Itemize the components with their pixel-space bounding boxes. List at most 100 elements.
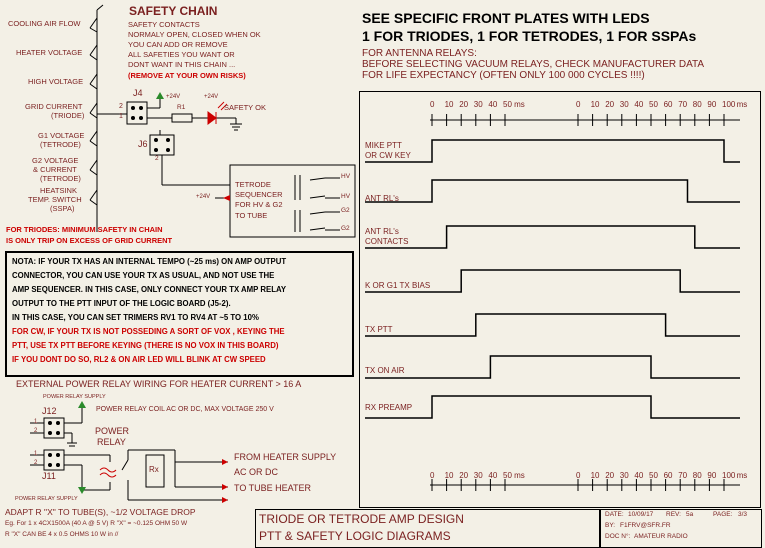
timing-scale-label: 90 (707, 100, 717, 109)
coil-label: POWER RELAY COIL AC OR DC, MAX VOLTAGE 2… (96, 406, 274, 413)
note-line-red: PTT, USE TX PTT BEFORE KEYING (THERE IS … (12, 341, 279, 350)
sequencer-label: SEQUENCER (235, 190, 283, 199)
r1-label: R1 (177, 104, 186, 111)
j6-label: J6 (138, 139, 148, 149)
timing-waveform (365, 179, 740, 203)
signal-label: ANT RL's (365, 194, 399, 203)
contact-label: G1 VOLTAGE (38, 131, 85, 140)
note-line: IN THIS CASE, YOU CAN SET TRIMERS RV1 TO… (12, 313, 259, 322)
relay-note-3: FOR LIFE EXPECTANCY (OFTEN ONLY 100 000 … (362, 70, 645, 81)
page-value: 3/3 (738, 511, 748, 518)
timing-scale-label: 20 (605, 100, 615, 109)
contact-label: COOLING AIR FLOW (8, 19, 81, 28)
j6-pin-label: 2 (155, 155, 159, 162)
timing-scale-label: 100 (722, 100, 736, 109)
timing-scale-label: 40 (488, 471, 498, 480)
note-line: AMP SEQUENCER. IN THIS CASE, ONLY CONNEC… (12, 285, 287, 294)
safety-chain-title: SAFETY CHAIN (129, 4, 218, 18)
date-label: DATE: (605, 511, 624, 518)
from-heater-label: FROM HEATER SUPPLY (234, 452, 337, 462)
sequencer-label: TETRODE (235, 180, 271, 189)
timing-scale-label: 40 (634, 471, 644, 480)
g2-label: G2 (341, 225, 350, 232)
timing-scale-label: 80 (692, 471, 702, 480)
pin-label: 2 (34, 460, 38, 466)
note-line-red: FOR CW, IF YOUR TX IS NOT POSSEDING A SO… (12, 327, 285, 336)
rev-label: REV: (666, 511, 681, 518)
timing-waveform (365, 269, 740, 293)
contact-label: TEMP. SWITCH (28, 195, 82, 204)
timing-scale-label: 40 (634, 100, 644, 109)
timing-scale-label: 10 (444, 100, 454, 109)
pin-label: 2 (34, 428, 38, 434)
power-relay-label: POWER (95, 426, 130, 436)
timing-scale-label: 50 (649, 100, 658, 109)
timing-waveform (365, 395, 740, 419)
timing-scale-label: ms (736, 100, 748, 109)
timing-scale-label: 20 (605, 471, 615, 480)
timing-scale-label: 70 (678, 471, 688, 480)
relay-note-2: BEFORE SELECTING VACUUM RELAYS, CHECK MA… (362, 59, 705, 70)
signal-label: CONTACTS (365, 237, 409, 246)
note-line: OUTPUT TO THE PTT INPUT OF THE LOGIC BOA… (12, 299, 231, 308)
signal-label: K OR G1 TX BIAS (365, 281, 431, 290)
timing-waveform (365, 355, 740, 379)
triode-note-1: FOR TRIODES: MINIMUM SAFETY IN CHAIN (6, 225, 163, 234)
rx-label: Rx (149, 465, 159, 474)
adapt-title: ADAPT R "X" TO TUBE(S), ~1/2 VOLTAGE DRO… (5, 507, 196, 517)
signal-label: RX PREAMP (365, 403, 413, 412)
timing-scale-label: 80 (692, 100, 702, 109)
j12-label: J12 (42, 406, 57, 416)
page-label: PAGE: (713, 511, 733, 518)
v24-label: +24V (204, 94, 219, 100)
safety-warning: (REMOVE AT YOUR OWN RISKS) (128, 71, 246, 80)
v24-label: +24V (166, 94, 181, 100)
power-title: EXTERNAL POWER RELAY WIRING FOR HEATER C… (16, 379, 302, 389)
j4-pin2-label: 2 (119, 103, 123, 110)
timing-scale-label: 10 (590, 100, 600, 109)
safety-desc-1: SAFETY CONTACTS (128, 20, 200, 29)
sequencer-label: FOR HV & G2 (235, 200, 283, 209)
note-line-red: IF YOU DONT DO SO, RL2 & ON AIR LED WILL… (12, 355, 266, 364)
contact-label: GRID CURRENT (25, 102, 83, 111)
v24-label: +24V (196, 194, 211, 200)
timing-scale-label: 30 (473, 471, 483, 480)
timing-scale-label: 50 (649, 471, 658, 480)
adapt-example-2: R "X" CAN BE 4 x 0.5 OHMS 10 W in // (5, 531, 119, 538)
timing-scale-label: 70 (678, 100, 688, 109)
timing-scale-label: 10 (590, 471, 600, 480)
timing-frame (359, 91, 761, 508)
timing-scale-label: 10 (444, 471, 454, 480)
safety-desc-3: YOU CAN ADD OR REMOVE (128, 40, 228, 49)
timing-scale-label: 0 (430, 100, 435, 109)
pin-label: 1 (34, 451, 38, 457)
timing-scale-label: 90 (707, 471, 717, 480)
timing-scale-label: 60 (663, 471, 673, 480)
relay-note-1: FOR ANTENNA RELAYS: (362, 48, 477, 59)
safety-ok-label: SAFETY OK (224, 103, 266, 112)
hv-label: HV (341, 173, 351, 180)
header-line-1: SEE SPECIFIC FRONT PLATES WITH LEDS (362, 10, 650, 26)
power-supply-label: POWER RELAY SUPPLY (15, 496, 78, 502)
safety-desc-5: DONT WANT IN THIS CHAIN ... (128, 60, 236, 69)
j11-label: J11 (42, 471, 56, 481)
contact-label: G2 VOLTAGE (32, 156, 79, 165)
timing-scale-label: 20 (459, 100, 469, 109)
to-heater-label: TO TUBE HEATER (234, 483, 312, 493)
doc-title-2: PTT & SAFETY LOGIC DIAGRAMS (259, 529, 451, 543)
note-line: NOTA: IF YOUR TX HAS AN INTERNAL TEMPO (… (12, 257, 287, 266)
signal-label: TX PTT (365, 325, 393, 334)
note-line: CONNECTOR, YOU CAN USE YOUR TX AS USUAL,… (12, 271, 275, 280)
note-box (5, 251, 354, 377)
timing-scale-label: 30 (619, 100, 629, 109)
rev-value: 5a (686, 511, 694, 518)
timing-scale-label: 50 ms (503, 471, 525, 480)
contact-label: (TRIODE) (51, 111, 85, 120)
contact-label: HIGH VOLTAGE (28, 77, 84, 86)
hv-label: HV (341, 193, 351, 200)
contact-label: HEATER VOLTAGE (16, 48, 83, 57)
timing-scale-label: 60 (663, 100, 673, 109)
safety-desc-4: ALL SAFETIES YOU WANT OR (128, 50, 235, 59)
header-line-2: 1 FOR TRIODES, 1 FOR TETRODES, 1 FOR SSP… (362, 28, 697, 44)
